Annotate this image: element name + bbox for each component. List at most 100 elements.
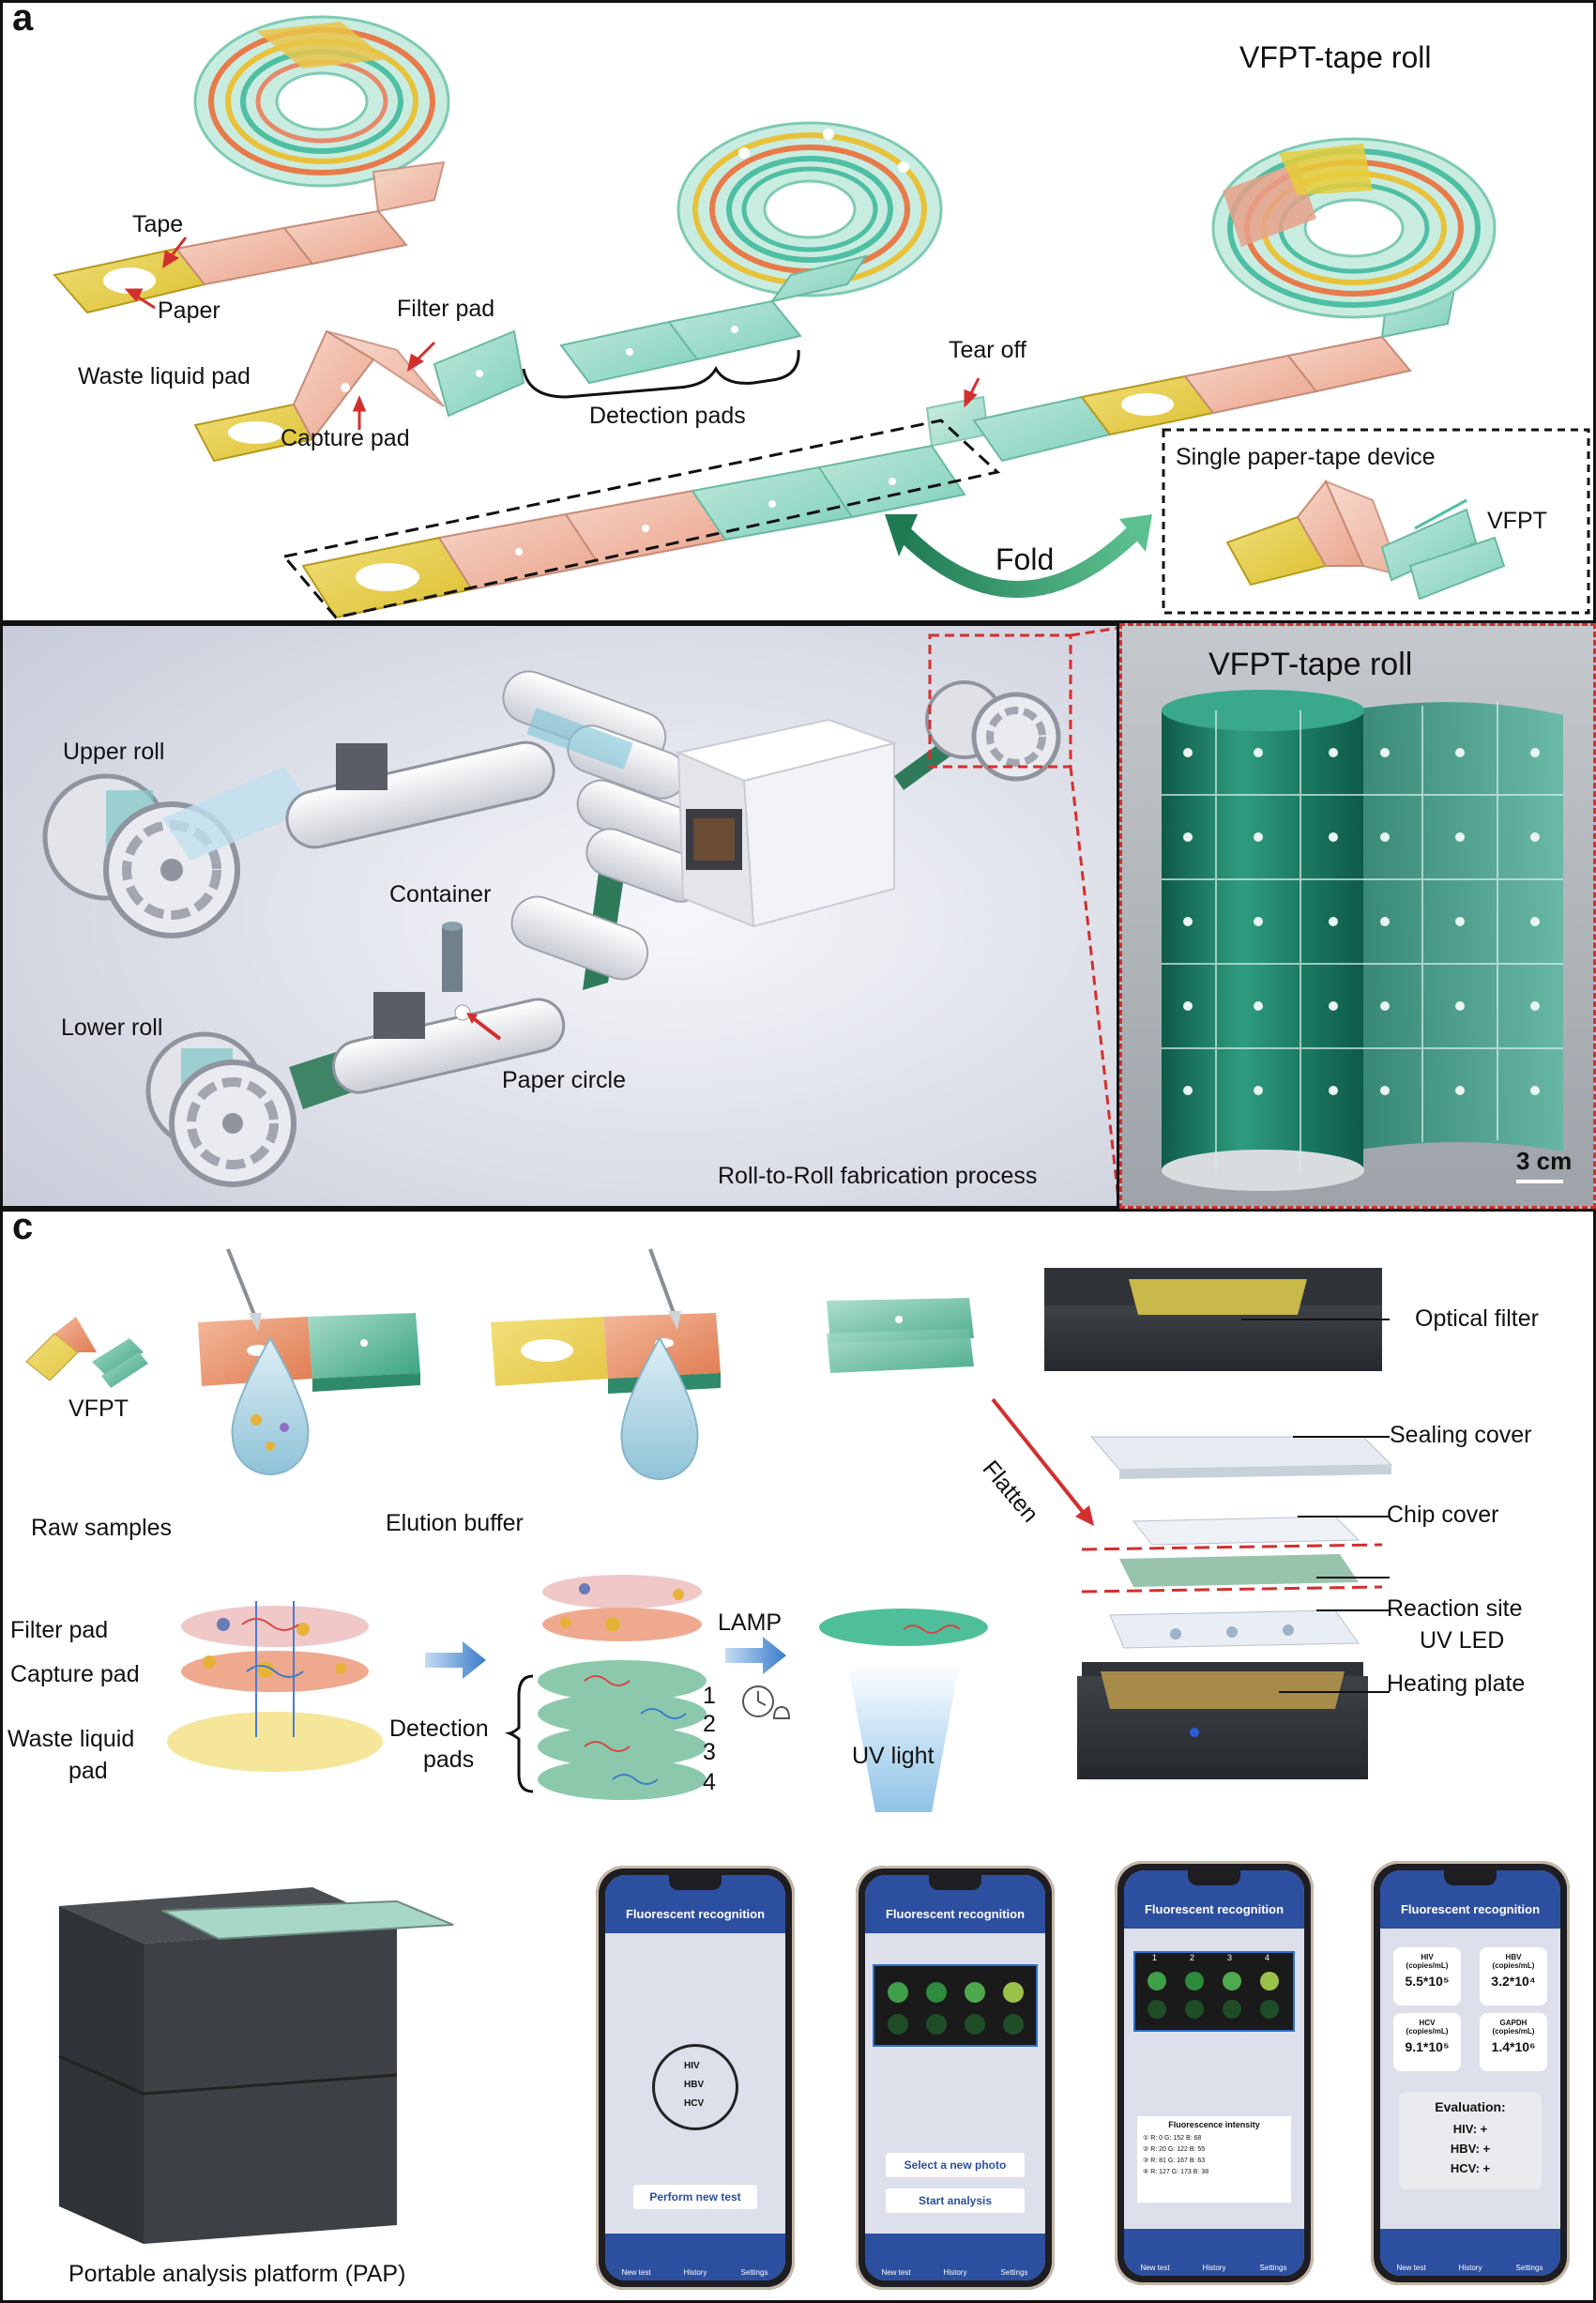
fi-row: ④ R: 127 G: 173 B: 38 — [1143, 2169, 1209, 2175]
fluorescence-intensity-panel: Fluorescence intensity ① R: 0 G: 152 B: … — [1137, 2116, 1291, 2203]
col-3: 3 — [1227, 1953, 1233, 1962]
detection-pads-strip — [559, 254, 869, 385]
label-tear-off: Tear off — [949, 337, 1026, 363]
label-lamp: LAMP — [718, 1609, 783, 1636]
pap-device — [58, 1887, 454, 2244]
nav-settings[interactable]: Settings — [1000, 2268, 1028, 2277]
label-filter-pad: Filter pad — [397, 296, 495, 322]
vfpt-small — [25, 1317, 148, 1388]
label-n3: 3 — [703, 1739, 716, 1765]
long-strip — [301, 282, 1457, 619]
label-n2: 2 — [703, 1711, 716, 1737]
tape-roll-left — [193, 15, 450, 188]
label-sealing-cover: Sealing cover — [1390, 1422, 1532, 1448]
label-filter-pad-c: Filter pad — [10, 1617, 109, 1643]
start-analysis-button[interactable]: Start analysis — [886, 2189, 1025, 2213]
nav-history[interactable]: History — [943, 2268, 967, 2277]
label-upper-roll: Upper roll — [63, 739, 165, 765]
lower-roll — [145, 1031, 296, 1187]
target-hiv: HIV — [684, 2061, 700, 2071]
roll-to-roll-machine — [3, 626, 1117, 1206]
panel-c: c — [0, 1209, 1596, 2303]
label-lower-roll: Lower roll — [61, 1014, 163, 1041]
fold-arrow — [892, 522, 1145, 598]
step1-pads — [198, 1248, 420, 1392]
single-vfpt-device — [1225, 480, 1506, 601]
perform-new-test-button[interactable]: Perform new test — [633, 2185, 757, 2209]
label-vfpt-c: VFPT — [68, 1396, 129, 1422]
select-photo-button[interactable]: Select a new photo — [886, 2153, 1025, 2177]
nav-new-test[interactable]: New test — [621, 2268, 651, 2277]
label-capture-pad: Capture pad — [281, 425, 410, 451]
roller-stack — [502, 670, 706, 981]
label-optical-filter: Optical filter — [1415, 1305, 1539, 1332]
label-waste-liquid-2: pad — [68, 1758, 108, 1784]
scale-bar-label: 3 cm — [1516, 1147, 1573, 1175]
step3-pads — [827, 1298, 974, 1373]
nav-new-test[interactable]: New test — [1140, 2264, 1170, 2272]
photo-analyzed — [1133, 1951, 1295, 2032]
panel-c-illustration — [25, 1248, 1393, 2244]
label-waste-liquid-1: Waste liquid — [8, 1726, 135, 1752]
panel-letter-c: c — [12, 1209, 34, 1247]
nav-history[interactable]: History — [1458, 2264, 1482, 2272]
label-single-device: Single paper-tape device — [1176, 444, 1436, 470]
raw-sample-drop — [231, 1335, 310, 1475]
label-uv-light: UV light — [852, 1743, 935, 1769]
col-2: 2 — [1190, 1953, 1195, 1962]
tape-roll-right — [1211, 137, 1497, 319]
nav-history[interactable]: History — [1202, 2264, 1226, 2272]
panel-b: b — [0, 623, 1119, 1209]
result-hbv: HBV (copies/mL) 3.2*10⁴ — [1480, 1947, 1547, 2006]
result-gapdh: GAPDH (copies/mL) 1.4*10⁶ — [1480, 2013, 1547, 2071]
label-detection-pads: Detection pads — [589, 403, 746, 429]
left-disc-stack — [167, 1601, 383, 1772]
label-reaction-site: Reaction site — [1387, 1595, 1523, 1622]
fi-row: ③ R: 81 G: 167 B: 63 — [1143, 2158, 1206, 2164]
fi-row: ① R: 0 G: 152 B: 68 — [1143, 2135, 1202, 2142]
photo-preview — [873, 1964, 1038, 2047]
label-capture-pad-c: Capture pad — [10, 1661, 140, 1687]
target-hcv: HCV — [684, 2098, 705, 2109]
phone-screen-4: Fluorescent recognition HIV (copies/mL) … — [1371, 1861, 1570, 2285]
result-hiv: HIV (copies/mL) 5.5*10⁵ — [1393, 1947, 1461, 2006]
phone-screen-3: Fluorescent recognition 1 2 3 4 Fluoresc… — [1115, 1861, 1314, 2285]
uv-beam — [847, 1662, 960, 1812]
evaluation-panel: Evaluation: HIV: + HBV: + HCV: + — [1399, 2092, 1542, 2189]
label-fold: Fold — [996, 542, 1055, 576]
label-heating-plate: Heating plate — [1387, 1670, 1526, 1697]
red-arrows — [124, 236, 980, 430]
eval-hcv: HCV: + — [1450, 2161, 1491, 2175]
label-detection-1: Detection — [389, 1716, 489, 1742]
label-elution-buffer: Elution buffer — [386, 1510, 524, 1536]
panel-a-illustration — [53, 15, 1590, 619]
label-uv-led: UV LED — [1420, 1627, 1505, 1654]
eval-hbv: HBV: + — [1450, 2142, 1491, 2156]
fi-row: ② R: 20 G: 122 B: 55 — [1143, 2146, 1206, 2153]
label-r2r-caption: Roll-to-Roll fabrication process — [718, 1163, 1038, 1189]
label-n1: 1 — [703, 1683, 716, 1709]
label-pap: Portable analysis platform (PAP) — [68, 2261, 406, 2287]
blue-arrow-2 — [725, 1637, 786, 1674]
nav-new-test[interactable]: New test — [881, 2268, 911, 2277]
evaluation-title: Evaluation: — [1435, 2099, 1506, 2114]
nav-settings[interactable]: Settings — [740, 2268, 768, 2277]
tape-strip-left — [53, 160, 446, 314]
nav-new-test[interactable]: New test — [1396, 2264, 1426, 2272]
tape-roll-middle — [676, 121, 943, 297]
fi-title: Fluorescence intensity — [1168, 2120, 1260, 2129]
result-hcv: HCV (copies/mL) 9.1*10⁵ — [1393, 2013, 1461, 2071]
blue-arrow-1 — [425, 1641, 486, 1679]
tape-roll-photo — [1122, 626, 1593, 1206]
flatten-arrow — [991, 1397, 1088, 1518]
nav-settings[interactable]: Settings — [1515, 2264, 1543, 2272]
target-circle — [652, 2044, 738, 2130]
elution-drop — [620, 1335, 699, 1480]
tear-off-dashed-box — [281, 419, 1001, 619]
nav-history[interactable]: History — [683, 2268, 707, 2277]
label-raw-samples: Raw samples — [31, 1515, 173, 1541]
label-vfpt-a: VFPT — [1487, 508, 1547, 534]
panel-b-photo: VFPT-tape roll 3 cm — [1119, 623, 1596, 1209]
nav-settings[interactable]: Settings — [1259, 2264, 1287, 2272]
label-n4: 4 — [703, 1769, 716, 1795]
